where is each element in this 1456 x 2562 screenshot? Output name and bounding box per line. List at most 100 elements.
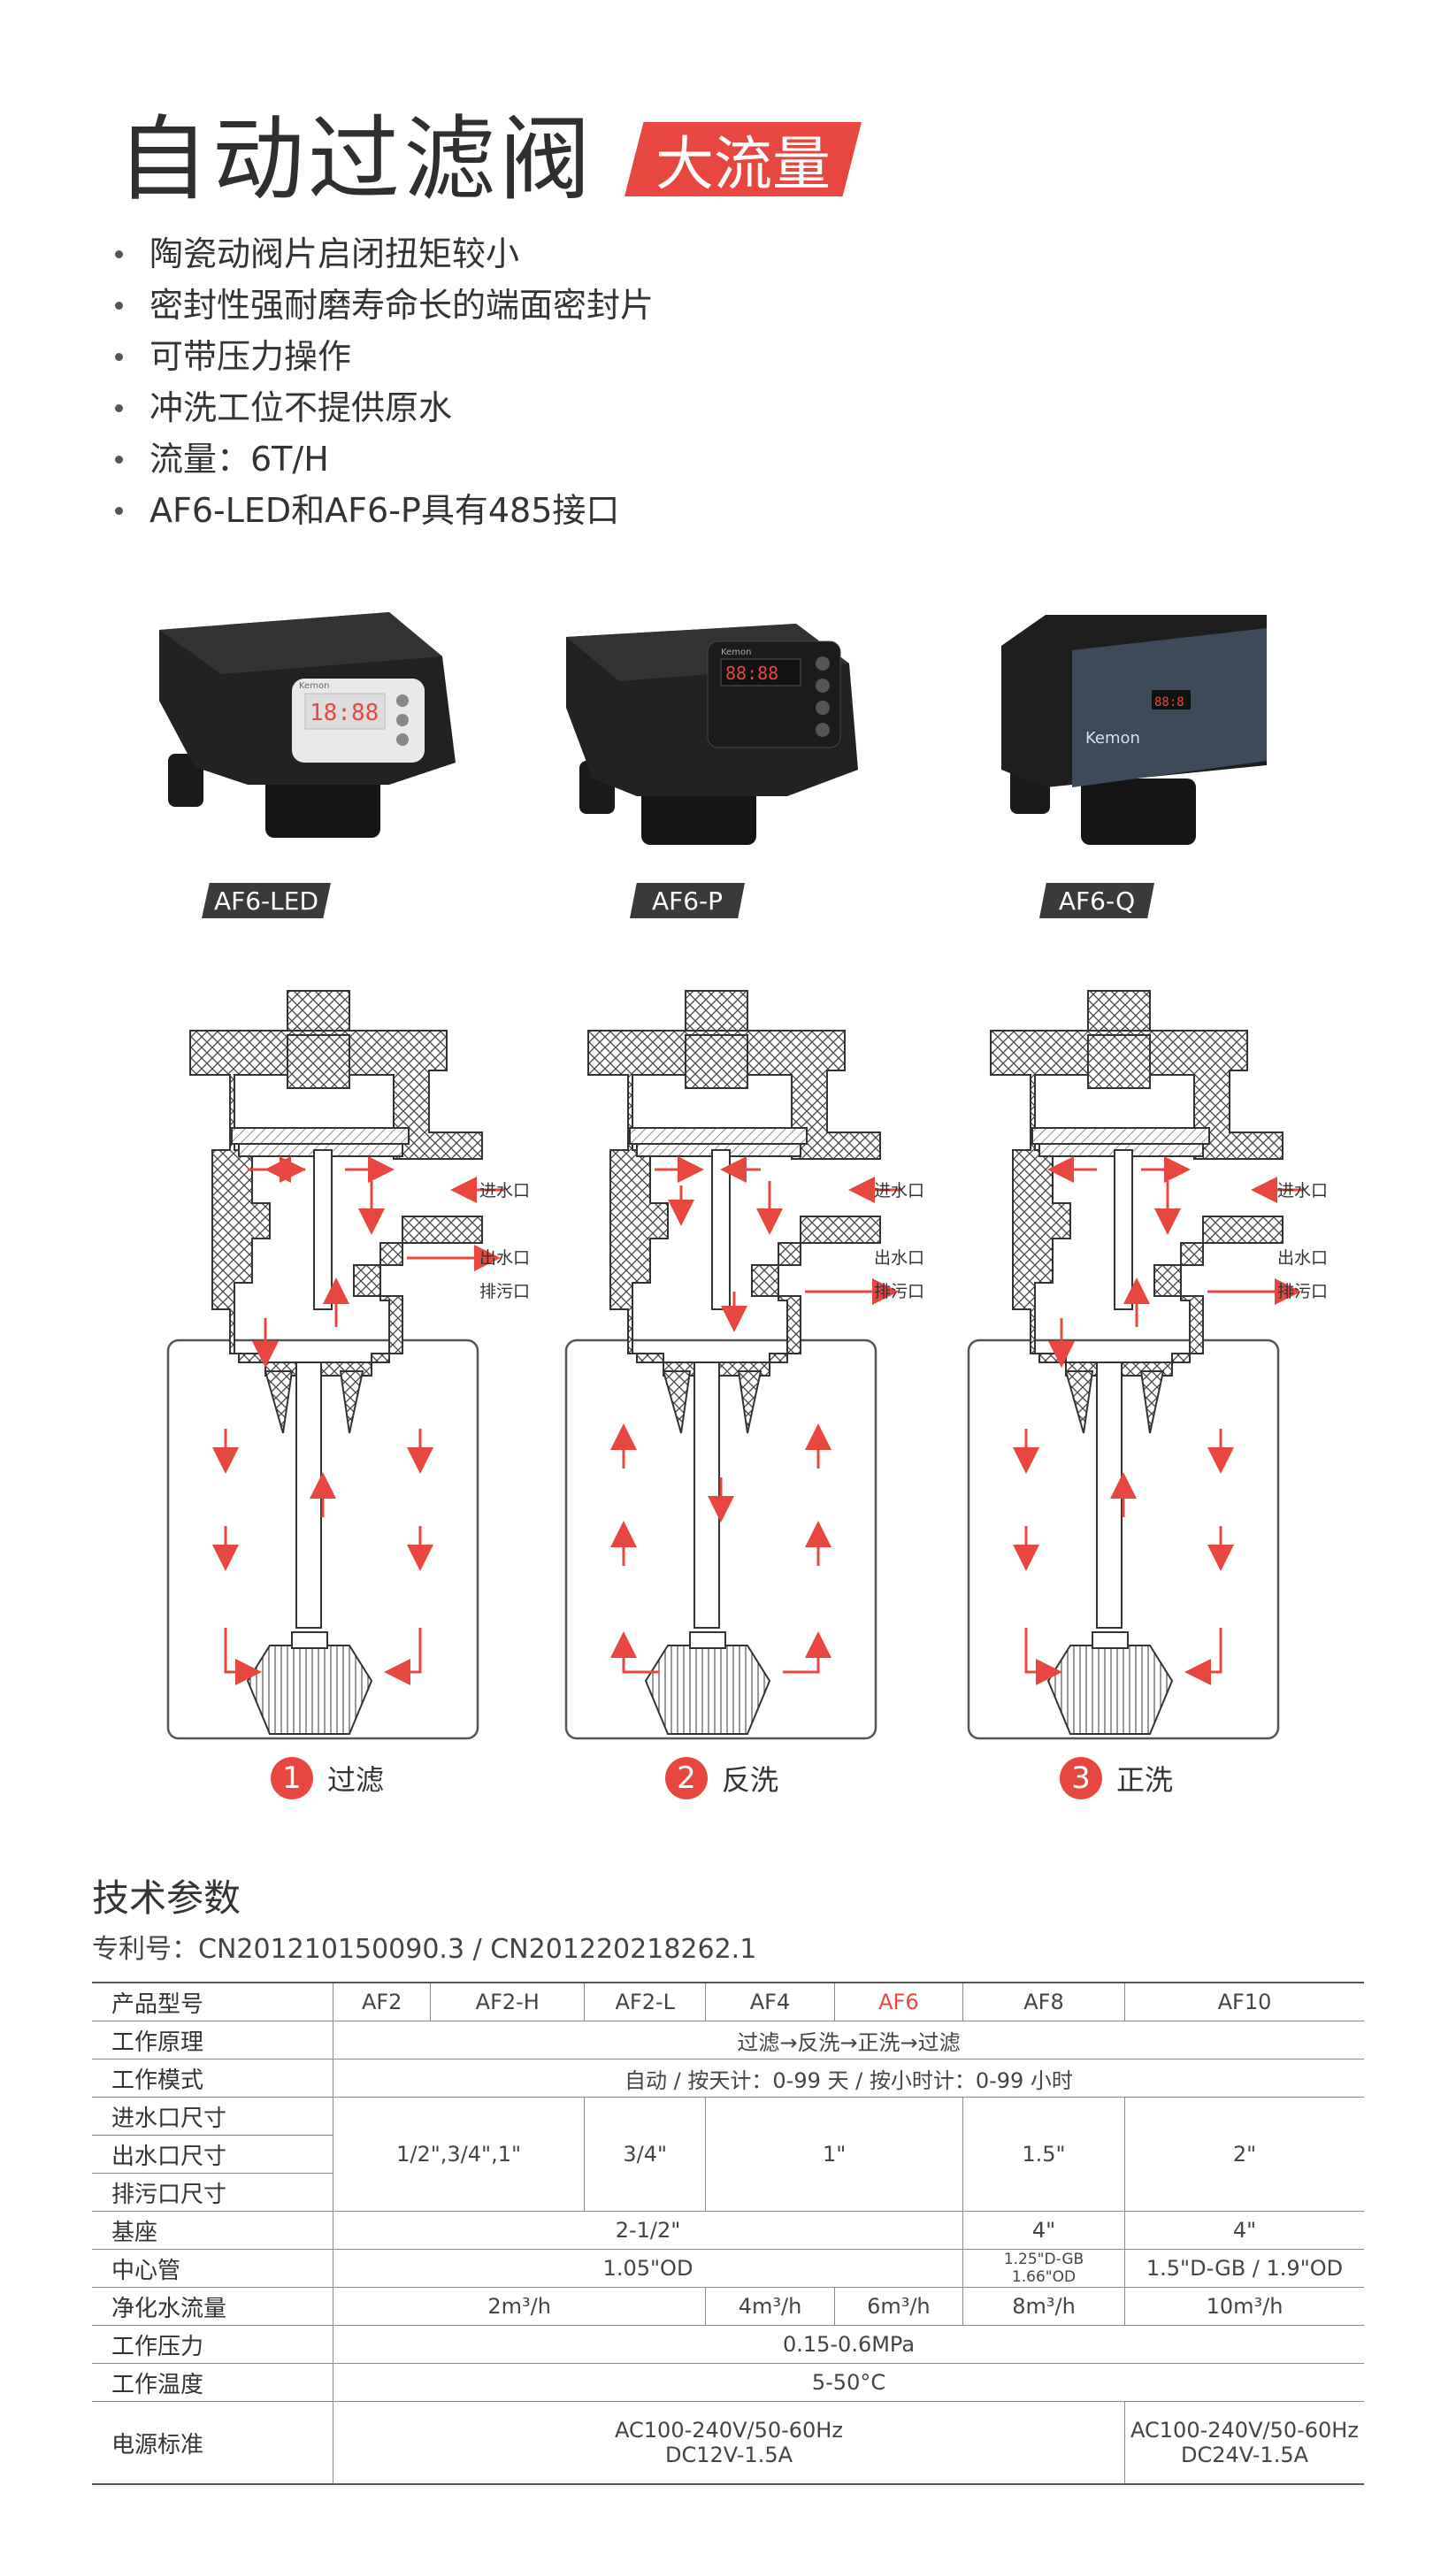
seal-plate [231, 1127, 410, 1145]
feature-item: 陶瓷动阀片启闭扭矩较小 [115, 228, 654, 280]
port-label-inlet: 进水口 [874, 1181, 924, 1200]
step-number: 3 [1060, 1757, 1102, 1799]
port-label-inlet: 进水口 [479, 1181, 530, 1200]
valve-stem-top [685, 990, 748, 1036]
feature-item: 密封性强耐磨寿命长的端面密封片 [115, 280, 654, 331]
valve-diagram-backwash [564, 990, 902, 1740]
valve-diagrams: 进水口 出水口 排污口 进水口 出水口 排污口 进水口 出水口 排污口 [166, 990, 1328, 1740]
flow-arrows [1013, 1156, 1305, 1685]
port-label-drain: 排污口 [874, 1282, 924, 1301]
tank-neck [662, 1370, 762, 1434]
button-icon [396, 733, 409, 746]
led-display [720, 658, 801, 687]
valve-base [1081, 779, 1196, 845]
table-row: 产品型号 AF2 AF2-H AF2-L AF4 AF6 AF8 AF10 [92, 1982, 1364, 2021]
product-label: AF6-LED [202, 883, 331, 918]
valve-stem [1087, 1034, 1151, 1089]
highlight-model: AF6 [833, 1982, 964, 2021]
step-number: 2 [665, 1757, 708, 1799]
product-af6-q-image: 88:8 Kemon [1001, 615, 1267, 845]
diagram-caption-backwash: 2 反洗 [665, 1757, 778, 1799]
bullet-icon [115, 455, 123, 464]
brand-logo: Kemon [299, 681, 329, 691]
product-af6-p-image: 88:88 Kemon [566, 624, 858, 845]
valve-stem [287, 1034, 350, 1089]
valve-diagram-filter [166, 990, 504, 1740]
strainer-cap [291, 1631, 328, 1649]
product-label: AF6-P [630, 883, 745, 918]
center-channel [1114, 1149, 1133, 1310]
flow-arrows [610, 1156, 902, 1674]
center-channel [313, 1149, 333, 1310]
valve-base [265, 771, 380, 838]
port-label-inlet: 进水口 [1277, 1181, 1328, 1200]
strainer [1046, 1645, 1174, 1735]
flow-arrow [1024, 1628, 1062, 1685]
flow-arrow [224, 1628, 262, 1685]
bullet-icon [115, 352, 123, 361]
button-icon [816, 656, 830, 671]
table-row: 工作温度 5-50°C [92, 2363, 1364, 2402]
seal-plate [1031, 1127, 1210, 1145]
button-icon [816, 723, 830, 737]
strainer [644, 1645, 771, 1735]
brand-logo: Kemon [721, 648, 751, 657]
led-display [304, 693, 386, 730]
feature-item: 流量：6T/H [115, 433, 654, 485]
center-tube [1096, 1362, 1123, 1629]
bullet-icon [115, 301, 123, 310]
tank-outline [564, 1339, 877, 1740]
bullet-icon [115, 506, 123, 515]
title-row: 自动过滤阀 大流量 [117, 113, 862, 205]
button-icon [816, 701, 830, 715]
table-row: 出水口尺寸 [92, 2135, 1364, 2174]
led-display [1152, 690, 1191, 710]
button-icon [816, 679, 830, 693]
step-number: 1 [271, 1757, 313, 1799]
flow-arrow [1184, 1628, 1222, 1685]
title-tag: 大流量 [625, 122, 862, 196]
brand-logo: Kemon [1085, 729, 1140, 748]
flow-arrow [783, 1631, 831, 1674]
strainer [246, 1645, 373, 1735]
feature-list: 陶瓷动阀片启闭扭矩较小 密封性强耐磨寿命长的端面密封片 可带压力操作 冲洗工位不… [115, 228, 654, 536]
port-label-outlet: 出水口 [874, 1248, 924, 1268]
valve-stem-top [1087, 990, 1151, 1036]
center-channel [711, 1149, 731, 1310]
button-icon [396, 694, 409, 707]
port-label-drain: 排污口 [1277, 1282, 1328, 1301]
center-tube [295, 1362, 322, 1629]
table-row: 工作原理 过滤→反洗→正洗→过滤 [92, 2021, 1364, 2060]
bullet-icon [115, 249, 123, 258]
seal-plate [629, 1127, 808, 1145]
tank-outline [967, 1339, 1280, 1740]
valve-diagram-rinse [967, 990, 1305, 1740]
port-label-drain: 排污口 [479, 1282, 530, 1301]
button-icon [396, 714, 409, 726]
valve-stem [685, 1034, 748, 1089]
spec-table: 产品型号 AF2 AF2-H AF2-L AF4 AF6 AF8 AF10 工作… [92, 1982, 1364, 2485]
bullet-icon [115, 403, 123, 412]
table-row: 工作模式 自动 / 按天计：0-99 天 / 按小时计：0-99 小时 [92, 2059, 1364, 2098]
diagram-caption-filter: 1 过滤 [271, 1757, 384, 1799]
flow-arrows [212, 1156, 504, 1685]
product-af6-led-image: 18:88 Kemon [159, 612, 456, 838]
table-row: 排污口尺寸 [92, 2173, 1364, 2212]
valve-top [159, 612, 442, 674]
flow-arrow [610, 1631, 659, 1674]
flow-arrow [384, 1628, 422, 1685]
product-label: AF6-Q [1039, 883, 1154, 918]
display-readout: 18:88 [310, 700, 379, 726]
strainer-cap [689, 1631, 726, 1649]
tank-neck [264, 1370, 364, 1434]
display-readout: 88:8 [1154, 695, 1184, 710]
feature-item: AF6-LED和AF6-P具有485接口 [115, 485, 654, 536]
patent-number: 专利号：CN201210150090.3 / CN201220218262.1 [92, 1934, 757, 1965]
feature-item: 可带压力操作 [115, 331, 654, 382]
feature-item: 冲洗工位不提供原水 [115, 382, 654, 433]
valve-stem-top [287, 990, 350, 1036]
tank-outline [166, 1339, 479, 1740]
table-row: 基座 2-1/2" 4" 4" [92, 2211, 1364, 2250]
